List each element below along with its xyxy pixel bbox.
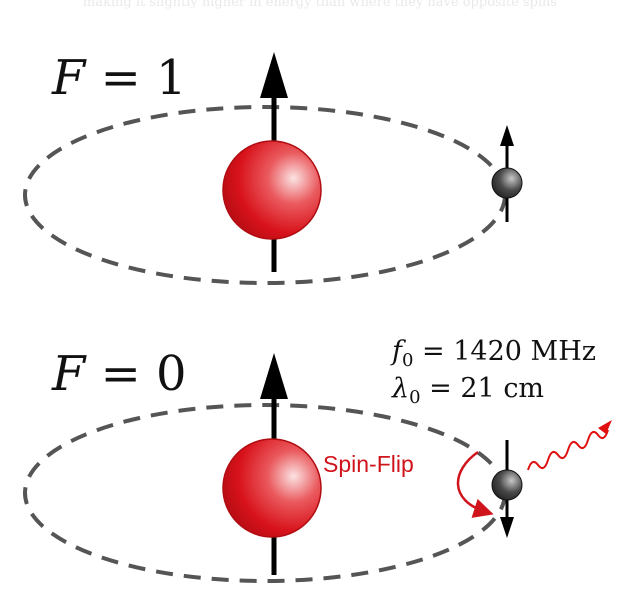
spin-flip-label: Spin-Flip (323, 451, 414, 477)
proton-f0 (222, 438, 322, 538)
electron-spin-arrowhead-down-f0 (500, 517, 514, 538)
spin-flip-arrow (456, 450, 494, 518)
faded-caption: making it slightly higher in energy than… (82, 0, 558, 10)
photon-arrowhead (598, 420, 612, 434)
proton-f1 (222, 140, 322, 240)
state-f0-label: F = 0 (51, 346, 187, 402)
transition-annotation: f0 = 1420 MHz λ0 = 21 cm (390, 336, 596, 408)
electron-f0 (491, 469, 523, 501)
electron-spin-arrowhead-up-f1 (500, 125, 514, 146)
state-f1: F = 1 (23, 50, 523, 285)
wavelength-label: λ0 = 21 cm (391, 373, 544, 408)
electron-f1 (491, 167, 523, 199)
photon-wave (527, 429, 609, 471)
state-f1-label: F = 1 (51, 50, 187, 106)
frequency-label: f0 = 1420 MHz (390, 336, 596, 371)
proton-spin-arrowhead-up-f0 (260, 353, 288, 399)
state-f0: F = 0 Spin-Flip (23, 346, 612, 583)
proton-spin-arrowhead-up-f1 (260, 52, 288, 98)
